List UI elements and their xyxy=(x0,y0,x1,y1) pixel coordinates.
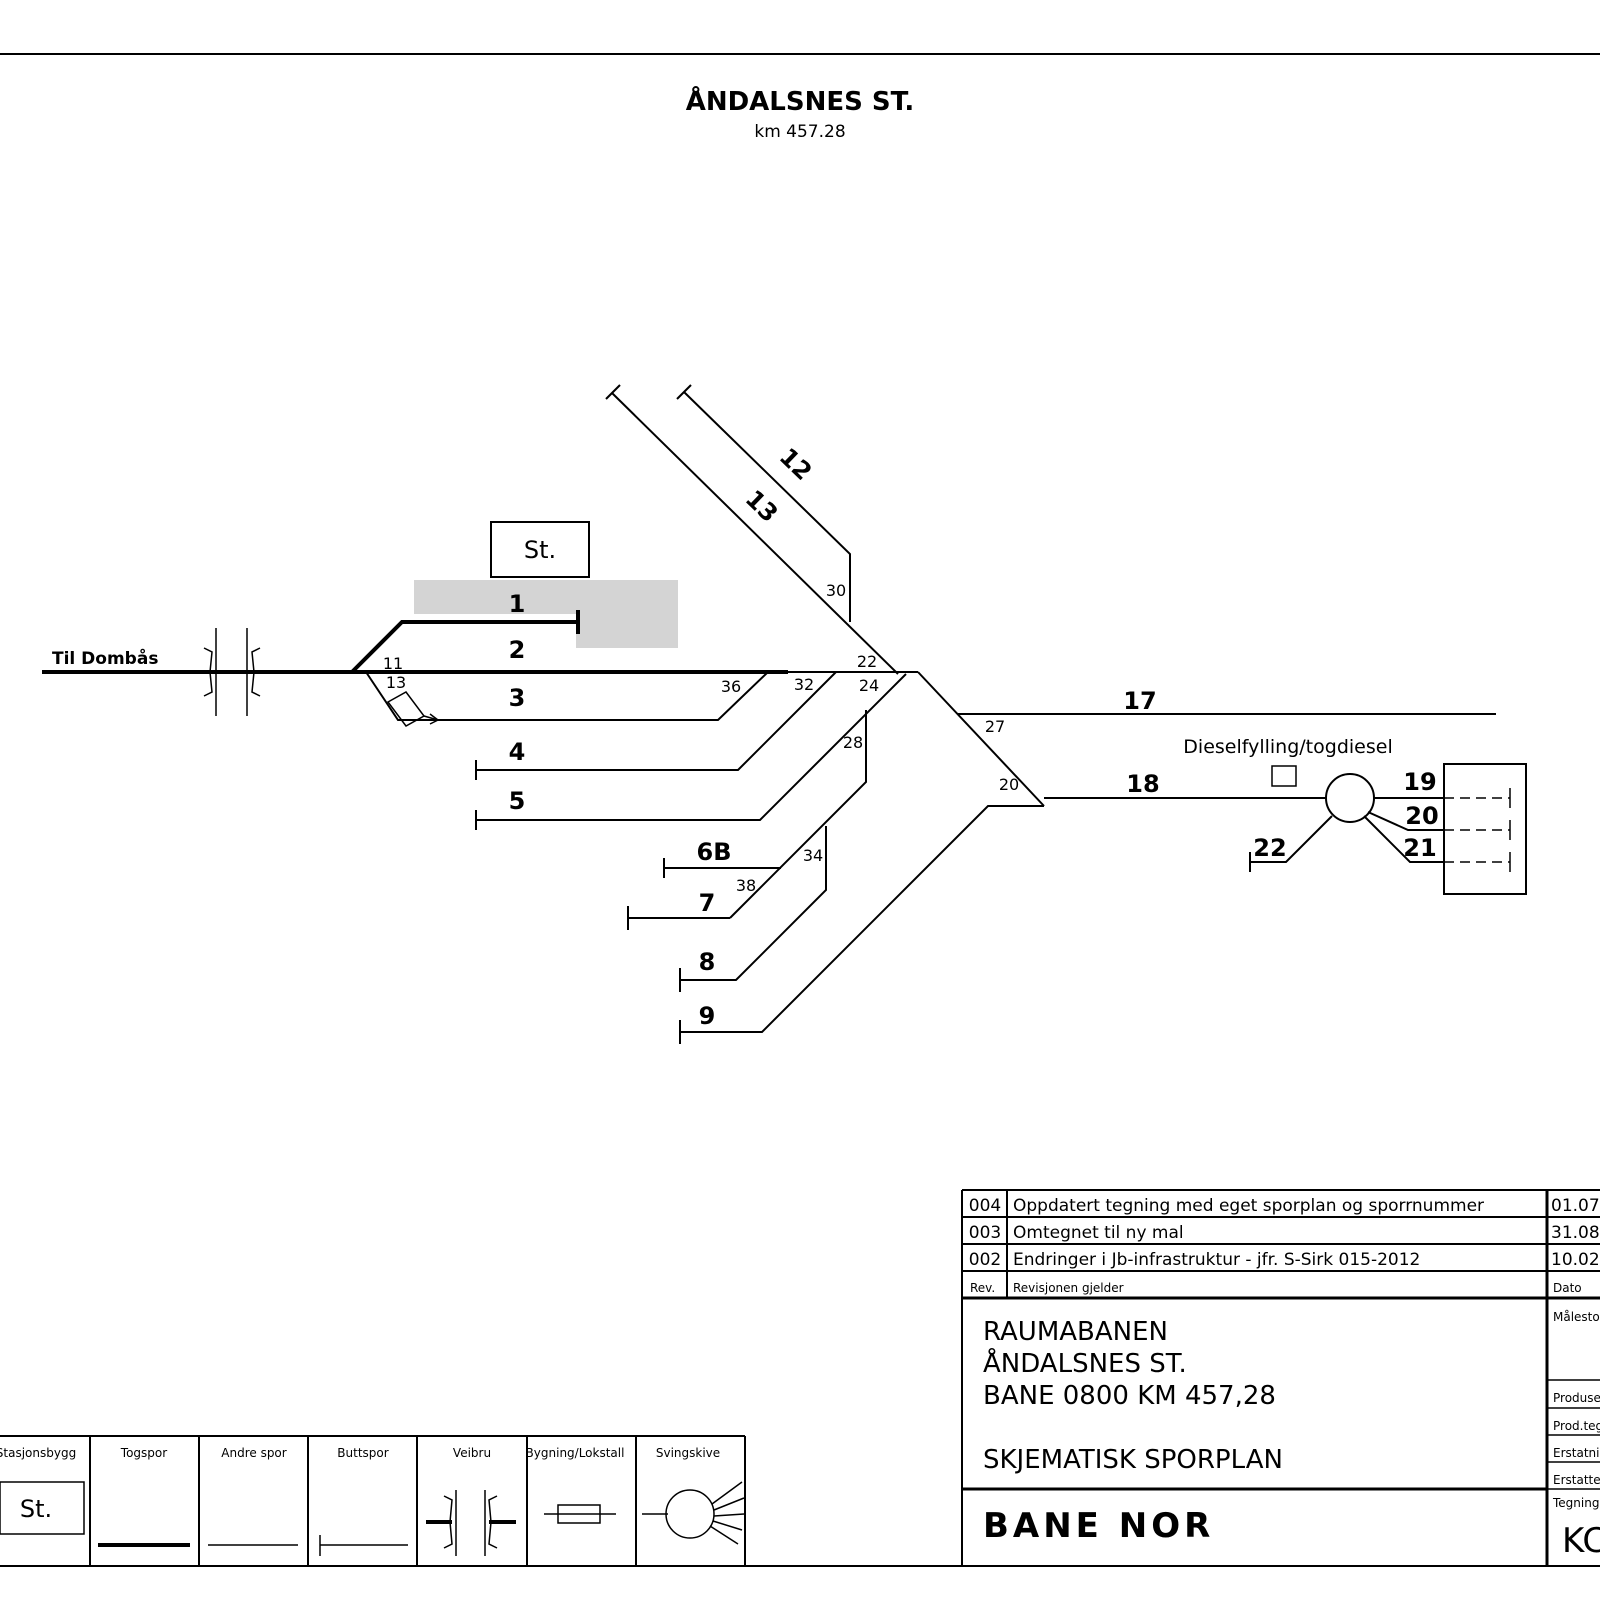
track-20-line xyxy=(1367,811,1444,831)
side-label-tegningsnr: Tegnings xyxy=(1552,1496,1600,1510)
project-line-2: ÅNDALSNES ST. xyxy=(983,1347,1187,1379)
track-28-spur xyxy=(729,710,867,919)
legend-label-buttspor: Buttspor xyxy=(337,1446,388,1460)
derailer-icon xyxy=(386,691,440,727)
track-5-line xyxy=(476,673,907,821)
revision-003-date: 31.08.2 xyxy=(1551,1223,1600,1243)
page-title: ÅNDALSNES ST. xyxy=(686,85,915,117)
revision-004-date: 01.07.2 xyxy=(1551,1196,1600,1216)
switch-label-27: 27 xyxy=(985,717,1005,736)
track-label-3: 3 xyxy=(509,684,526,712)
road-bridge-icon xyxy=(203,628,261,716)
station-building-label: St. xyxy=(524,536,556,564)
platform xyxy=(414,580,678,648)
switch-label-36: 36 xyxy=(721,677,741,696)
side-label-erstatning: Erstatnin xyxy=(1553,1446,1600,1460)
switch-label-20: 20 xyxy=(999,775,1019,794)
legend-label-stasjonsbygg: Stasjonsbygg xyxy=(0,1446,76,1460)
switch-label-32: 32 xyxy=(794,675,814,694)
side-label-prod-tegn: Prod.tegn xyxy=(1553,1419,1600,1433)
legend-station-symbol-label: St. xyxy=(20,1495,52,1523)
track-8-line xyxy=(680,826,827,981)
project-line-1: RAUMABANEN xyxy=(983,1317,1168,1347)
switch-label-38: 38 xyxy=(736,876,756,895)
revision-003-number: 003 xyxy=(969,1223,1001,1243)
project-line-3: BANE 0800 KM 457,28 xyxy=(983,1381,1276,1411)
track-label-9: 9 xyxy=(699,1002,716,1030)
track-label-19: 19 xyxy=(1403,768,1436,796)
revision-002-text: Endringer i Jb-infrastruktur - jfr. S-Si… xyxy=(1013,1250,1420,1270)
track-13-line xyxy=(611,392,899,675)
revision-002-date: 10.02.2 xyxy=(1551,1250,1600,1270)
bane-nor-logo: BANE NOR xyxy=(983,1506,1214,1546)
title-block: 004 Oppdatert tegning med eget sporplan … xyxy=(961,1189,1600,1566)
track-12-buffer xyxy=(676,384,692,400)
locomotive-shed xyxy=(1443,763,1527,895)
revision-003-text: Omtegnet til ny mal xyxy=(1013,1223,1184,1243)
revision-004-number: 004 xyxy=(969,1196,1001,1216)
track-21-line xyxy=(1363,815,1444,863)
track-label-12: 12 xyxy=(774,443,817,486)
switch-label-30: 30 xyxy=(826,581,846,600)
track-east-diagonal xyxy=(917,671,1045,807)
track-label-18: 18 xyxy=(1126,770,1159,798)
track-label-2: 2 xyxy=(509,636,526,664)
track-9-line xyxy=(680,805,1044,1033)
track-label-7: 7 xyxy=(699,889,716,917)
track-label-13: 13 xyxy=(740,485,783,528)
revision-header-text: Revisjonen gjelder xyxy=(1013,1281,1124,1295)
revision-header-rev: Rev. xyxy=(970,1281,995,1295)
legend-veibru-symbol xyxy=(426,1490,516,1556)
track-12-line xyxy=(683,391,851,622)
track-label-5: 5 xyxy=(509,787,526,815)
track-label-4: 4 xyxy=(509,738,526,766)
track-label-1: 1 xyxy=(509,590,526,618)
track-22-line xyxy=(1250,815,1333,863)
legend-label-andre-spor: Andre spor xyxy=(221,1446,287,1460)
legend-label-bygning: Bygning/Lokstall xyxy=(526,1446,625,1460)
legend-turntable-symbol xyxy=(642,1481,745,1545)
turntable-icon xyxy=(1325,773,1375,823)
side-label-malestok: Målestok xyxy=(1553,1310,1600,1324)
track-13-buffer xyxy=(605,384,621,400)
track-label-22: 22 xyxy=(1253,834,1286,862)
revision-004-text: Oppdatert tegning med eget sporplan og s… xyxy=(1013,1196,1484,1216)
revision-002-number: 002 xyxy=(969,1250,1001,1270)
track-2-line xyxy=(350,620,578,674)
drawing-number: KC xyxy=(1562,1521,1600,1561)
track-label-17: 17 xyxy=(1123,687,1156,715)
diesel-station xyxy=(1271,765,1297,787)
legend: Stasjonsbygg Togspor Andre spor Buttspor… xyxy=(0,1435,746,1566)
direction-label: Til Dombås xyxy=(52,647,158,669)
station-building xyxy=(490,521,590,578)
track-label-20: 20 xyxy=(1405,802,1438,830)
switch-label-13: 13 xyxy=(386,673,406,692)
track-4-line xyxy=(476,671,837,771)
side-label-erstattet: Erstatte xyxy=(1553,1473,1600,1487)
page-km: km 457.28 xyxy=(754,122,845,142)
switch-label-28: 28 xyxy=(843,733,863,752)
legend-label-veibru: Veibru xyxy=(453,1446,491,1460)
legend-building-symbol xyxy=(544,1504,616,1524)
switch-label-22: 22 xyxy=(857,652,877,671)
track-label-21: 21 xyxy=(1403,834,1436,862)
switch-label-24: 24 xyxy=(859,676,879,695)
legend-label-svingskive: Svingskive xyxy=(656,1446,720,1460)
track-label-8: 8 xyxy=(699,948,716,976)
track-label-6b: 6B xyxy=(697,838,732,866)
track-3-line xyxy=(365,671,769,721)
facility-label: Dieselfylling/togdiesel xyxy=(1183,736,1392,758)
switch-label-34: 34 xyxy=(803,846,823,865)
drawing-type: SKJEMATISK SPORPLAN xyxy=(983,1445,1283,1475)
legend-station-symbol xyxy=(0,1481,85,1535)
legend-label-togspor: Togspor xyxy=(120,1446,167,1460)
legend-buttspor-symbol xyxy=(319,1535,408,1556)
revision-header-date: Dato xyxy=(1553,1281,1582,1295)
switch-label-11: 11 xyxy=(383,654,403,673)
side-label-produsent: Produser xyxy=(1553,1391,1600,1405)
